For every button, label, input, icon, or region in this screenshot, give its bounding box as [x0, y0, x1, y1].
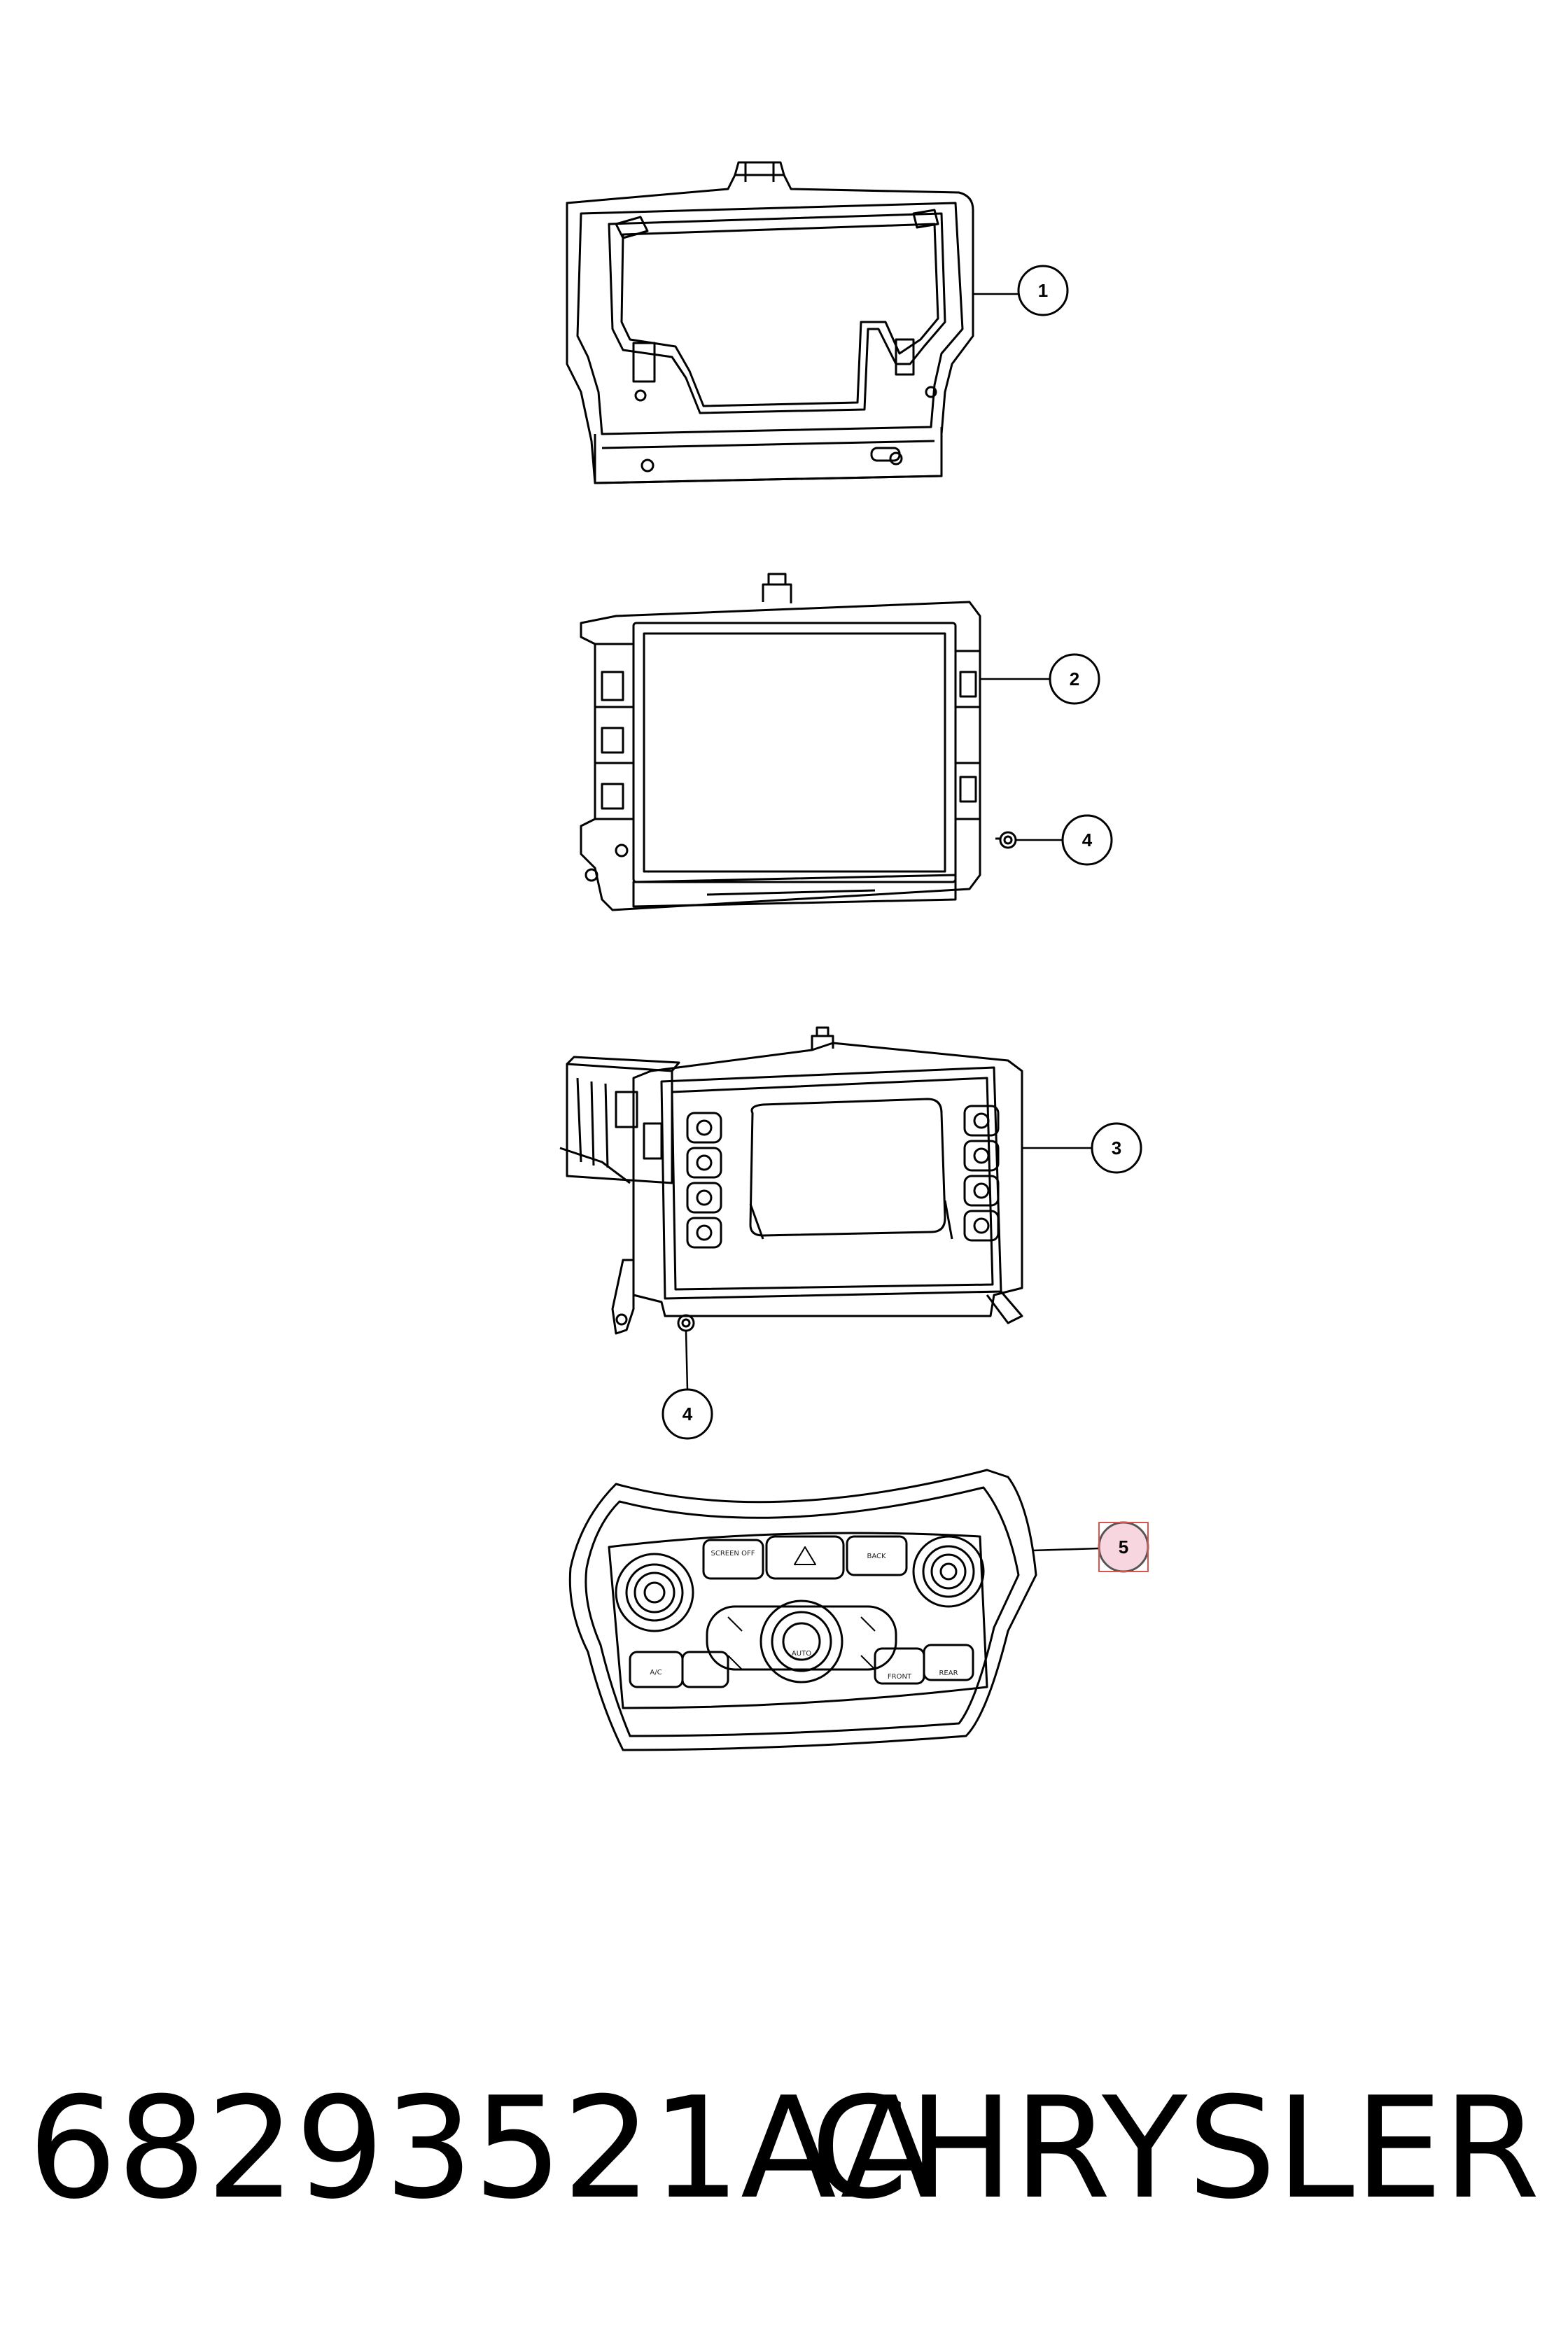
brand-name: CHRYSLER [810, 2067, 1540, 2230]
right-knob [912, 1535, 985, 1608]
lower-button-row: A/C FRONT REAR [629, 1644, 974, 1688]
callout-4-upper-label: 4 [1082, 830, 1093, 850]
callout-5: 5 [1032, 1521, 1149, 1573]
parts-diagram: 1 2 4 [559, 161, 1149, 1751]
callout-1: 1 [973, 265, 1069, 316]
screw-lower [677, 1314, 695, 1332]
ac-label: A/C [650, 1669, 662, 1676]
callout-5-label: 5 [1119, 1536, 1128, 1558]
part-5-switch-bezel: SCREEN OFF BACK AUTO A/C FRONT REAR [568, 1469, 1037, 1751]
callout-1-label: 1 [1038, 280, 1048, 301]
callout-2: 2 [980, 653, 1100, 705]
part-1-mounting-bracket [566, 161, 974, 484]
callout-4-lower: 4 [662, 1331, 713, 1440]
caption-bar: 68293521AA CHRYSLER [0, 2051, 1568, 2261]
left-knob [615, 1553, 694, 1632]
callout-4-lower-label: 4 [682, 1404, 693, 1424]
callout-2-label: 2 [1070, 668, 1079, 690]
part-2-display-module [580, 573, 981, 911]
hazard-button [765, 1535, 845, 1580]
front-label: FRONT [888, 1673, 912, 1681]
screen-off-label: SCREEN OFF [711, 1550, 755, 1558]
back-button: BACK [846, 1535, 908, 1576]
callout-3: 3 [1022, 1122, 1142, 1174]
left-button-column [686, 1112, 722, 1249]
auto-label: AUTO [792, 1650, 811, 1658]
part-3-radio-unit [559, 1026, 1023, 1335]
screw-upper [995, 831, 1017, 849]
callout-3-label: 3 [1112, 1138, 1121, 1158]
rear-label: REAR [939, 1670, 958, 1677]
right-button-column [963, 1105, 1000, 1242]
back-label: BACK [867, 1553, 886, 1560]
screen-off-button: SCREEN OFF [702, 1539, 764, 1580]
center-climate-cluster: AUTO [706, 1600, 897, 1684]
callout-4-upper: 4 [1016, 814, 1113, 866]
part-number: 68293521AA [28, 2067, 937, 2230]
